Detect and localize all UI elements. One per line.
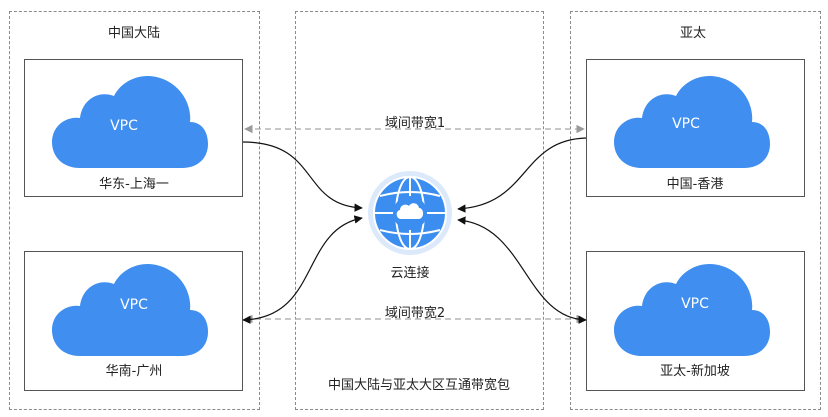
connector-shanghai xyxy=(242,141,363,212)
cloud-connect-globe-icon[interactable] xyxy=(368,171,452,255)
connector-singapore xyxy=(457,216,587,324)
region-mainland-label: 中国大陆 xyxy=(107,26,161,41)
vpc-cloud-text-guangzhou: VPC xyxy=(120,297,148,313)
vpc-label-singapore: 亚太-新加坡 xyxy=(660,364,730,379)
cloud-connect-label: 云连接 xyxy=(390,266,430,281)
vpc-cloud-text-hongkong: VPC xyxy=(672,116,700,132)
region-middle-label: 中国大陆与亚太大区互通带宽包 xyxy=(327,378,511,393)
connector-guangzhou xyxy=(242,215,363,324)
vpc-cloud-text-shanghai: VPC xyxy=(110,118,138,134)
bandwidth-label-2: 域间带宽2 xyxy=(384,306,446,321)
vpc-label-guangzhou: 华南-广州 xyxy=(105,364,163,379)
region-mainland xyxy=(9,11,260,410)
bandwidth-label-1: 域间带宽1 xyxy=(384,116,446,131)
region-middle xyxy=(295,11,544,410)
region-apac xyxy=(570,11,821,410)
connector-hongkong xyxy=(457,137,587,213)
vpc-cloud-text-singapore: VPC xyxy=(681,296,709,312)
vpc-label-hongkong: 中国-香港 xyxy=(666,177,724,192)
vpc-label-shanghai: 华东-上海一 xyxy=(99,177,169,192)
region-apac-label: 亚太 xyxy=(679,26,707,41)
